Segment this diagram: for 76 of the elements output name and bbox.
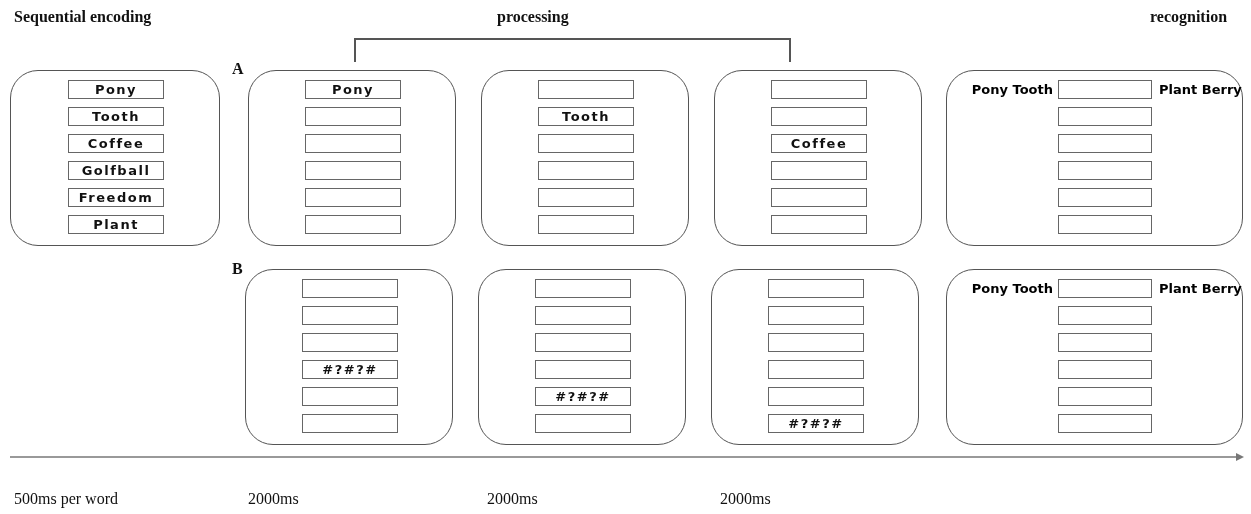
- empty-box: [1058, 333, 1152, 352]
- empty-box: [305, 188, 401, 207]
- empty-box: [768, 279, 864, 298]
- empty-box: [535, 279, 631, 298]
- word-box: Plant: [68, 215, 164, 234]
- empty-box: [538, 161, 634, 180]
- empty-box: [1058, 360, 1152, 379]
- empty-box: [771, 215, 867, 234]
- screen-panel: [10, 70, 220, 246]
- empty-box: [1058, 215, 1152, 234]
- screen-panel: [714, 70, 922, 246]
- word-box: Golfball: [68, 161, 164, 180]
- heading: recognition: [1150, 8, 1228, 26]
- empty-box: [535, 306, 631, 325]
- screen-panel: [481, 70, 689, 246]
- empty-box: [1058, 387, 1152, 406]
- empty-box: [1058, 107, 1152, 126]
- empty-box: [302, 387, 398, 406]
- word-pair: Pony Tooth: [971, 81, 1053, 98]
- heading: Sequential encoding: [14, 8, 152, 26]
- heading: processing: [497, 8, 569, 26]
- empty-box: [1058, 188, 1152, 207]
- empty-box: [771, 161, 867, 180]
- heading: A: [232, 60, 244, 78]
- empty-box: [302, 414, 398, 433]
- screen-panel: [245, 269, 453, 445]
- word-pair: Plant Berry: [1159, 81, 1242, 98]
- screen-panel: [248, 70, 456, 246]
- word-box: Freedom: [68, 188, 164, 207]
- empty-box: [535, 414, 631, 433]
- word-box: Tooth: [68, 107, 164, 126]
- empty-box: [305, 134, 401, 153]
- empty-box: [302, 333, 398, 352]
- word-box: Coffee: [68, 134, 164, 153]
- empty-box: [305, 161, 401, 180]
- empty-box: [538, 215, 634, 234]
- empty-box: [1058, 306, 1152, 325]
- empty-box: [535, 360, 631, 379]
- empty-box: [535, 333, 631, 352]
- empty-box: [771, 80, 867, 99]
- screen-panel: [478, 269, 686, 445]
- word-box: #?#?#: [768, 414, 864, 433]
- empty-box: [768, 306, 864, 325]
- screen-panel: [946, 269, 1243, 445]
- empty-box: [538, 188, 634, 207]
- empty-box: [305, 215, 401, 234]
- word-box: Tooth: [538, 107, 634, 126]
- empty-box: [538, 80, 634, 99]
- screen-panel: [711, 269, 919, 445]
- word-box: #?#?#: [535, 387, 631, 406]
- word-pair: Plant Berry: [1159, 280, 1242, 297]
- screen-panel: [946, 70, 1243, 246]
- time-label: 2000ms: [720, 490, 771, 508]
- heading: B: [232, 260, 243, 278]
- empty-box: [771, 107, 867, 126]
- empty-box: [302, 306, 398, 325]
- empty-box: [768, 333, 864, 352]
- empty-box: [1058, 161, 1152, 180]
- empty-box: [538, 134, 634, 153]
- empty-box: [768, 360, 864, 379]
- word-box: Pony: [68, 80, 164, 99]
- word-box: Coffee: [771, 134, 867, 153]
- word-box: Pony: [305, 80, 401, 99]
- empty-box: [302, 279, 398, 298]
- time-label: 2000ms: [487, 490, 538, 508]
- empty-box: [1058, 414, 1152, 433]
- empty-box: [1058, 279, 1152, 298]
- time-label: 500ms per word: [14, 490, 118, 508]
- time-label: 2000ms: [248, 490, 299, 508]
- empty-box: [771, 188, 867, 207]
- empty-box: [305, 107, 401, 126]
- word-box: #?#?#: [302, 360, 398, 379]
- word-pair: Pony Tooth: [971, 280, 1053, 297]
- empty-box: [1058, 134, 1152, 153]
- empty-box: [1058, 80, 1152, 99]
- empty-box: [768, 387, 864, 406]
